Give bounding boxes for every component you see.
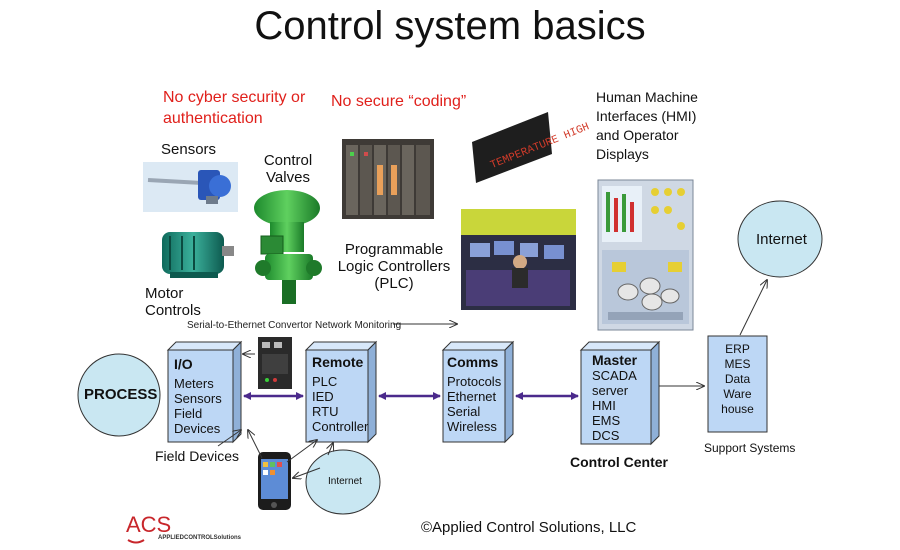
process-label: PROCESS: [84, 386, 158, 403]
box-item: MES: [724, 357, 751, 371]
acs-logo: ACS: [126, 512, 171, 544]
label-line: Displays: [596, 146, 649, 162]
io-box-title: I/O: [174, 356, 193, 372]
master-box: [579, 340, 661, 446]
hmi-label: Human Machine Interfaces (HMI) and Opera…: [596, 88, 698, 164]
label-line: Control: [263, 152, 313, 169]
motor-controls-label: Motor Controls: [145, 285, 201, 319]
internet-phone-arrow: [293, 467, 321, 478]
svg-text:ACS: ACS: [126, 512, 171, 537]
box-item: IED: [312, 389, 334, 404]
field-devices-label: Field Devices: [155, 448, 240, 464]
label-line: Human Machine: [596, 89, 698, 105]
internet-field-label: Internet: [328, 476, 362, 487]
support-box: [707, 335, 768, 433]
network-monitoring-label: Network Monitoring: [315, 320, 402, 331]
warning-line: authentication: [163, 110, 263, 127]
io-box-content: I/O Meters Sensors Field Devices: [174, 356, 222, 436]
support-systems-label: Support Systems: [704, 441, 796, 455]
control-center-label: Control Center: [570, 454, 668, 470]
control-room-image: [461, 209, 576, 310]
box-item: Field: [174, 406, 203, 421]
plc-label: Programmable Logic Controllers (PLC): [330, 241, 458, 292]
label-line: Controls: [145, 302, 201, 319]
label-line: Logic Controllers: [337, 258, 451, 275]
box-item: server: [592, 383, 629, 398]
internet-label: Internet: [756, 231, 807, 248]
box-item: ERP: [725, 342, 750, 356]
box-item: Protocols: [447, 374, 502, 389]
internet-field-circle: [305, 449, 381, 515]
remote-box-title: Remote: [312, 354, 364, 370]
control-valves-label: Control Valves: [263, 152, 313, 186]
smartphone-image: [258, 452, 291, 510]
internet-remote-arrow: [328, 443, 333, 456]
copyright-text: ©Applied Control Solutions, LLC: [421, 519, 637, 536]
comms-box: [441, 340, 515, 444]
box-item: HMI: [592, 398, 616, 413]
phone-remote-arrow: [286, 440, 317, 463]
box-item: Data: [724, 372, 751, 386]
box-item: PLC: [312, 374, 338, 389]
box-item: Devices: [174, 421, 221, 436]
logo-wordmark: APPLIEDCONTROLSolutions: [158, 535, 241, 541]
box-item: DCS: [592, 428, 620, 443]
field-devices-arrow: [217, 430, 241, 447]
sensors-label: Sensors: [161, 141, 217, 158]
box-item: EMS: [592, 413, 621, 428]
label-line: Motor: [145, 285, 184, 302]
remote-box-content: Remote PLC IED RTU Controller: [312, 354, 368, 434]
warning-no-secure-coding: No secure “coding”: [331, 93, 467, 110]
box-item: house: [721, 402, 754, 416]
label-line: and Operator: [596, 127, 679, 143]
hmi-screens-image: [597, 179, 694, 331]
motor-image: [162, 232, 234, 278]
process-circle: [77, 353, 161, 437]
led-display-image: TEMPERATURE HIGH: [472, 112, 591, 183]
label-line: Programmable: [344, 241, 444, 258]
support-internet-arrow: [739, 280, 767, 336]
label-line: Valves: [266, 169, 310, 186]
sensor-image: [143, 162, 238, 212]
box-item: Ethernet: [447, 389, 497, 404]
comms-box-title: Comms: [447, 354, 499, 370]
internet-cloud-circle: [737, 200, 823, 278]
box-item: Serial: [447, 404, 481, 419]
warning-no-authentication: No cyber security or authentication: [163, 87, 305, 129]
phone-io-arrow: [248, 430, 263, 459]
remote-box: [304, 340, 378, 444]
label-line: (PLC): [374, 275, 414, 292]
plc-image: [342, 139, 434, 219]
box-item: RTU: [312, 404, 339, 419]
page-title: Control system basics: [254, 4, 646, 48]
master-box-content: Master SCADA server HMI EMS DCS: [592, 352, 637, 443]
box-item: Controller: [312, 419, 369, 434]
support-box-content: ERP MES Data Ware house: [708, 342, 767, 417]
box-item: Sensors: [174, 391, 222, 406]
serial-ethernet-converter-image: [258, 337, 292, 389]
warning-line: No cyber security or: [163, 89, 306, 106]
box-item: Meters: [174, 376, 214, 391]
box-item: Ware: [723, 387, 752, 401]
control-valve-image: [254, 190, 322, 304]
box-item: SCADA: [592, 368, 637, 383]
master-box-title: Master: [592, 352, 638, 368]
label-line: Interfaces (HMI): [596, 108, 697, 124]
serial-ethernet-label: Serial-to-Ethernet Convertor: [187, 320, 313, 331]
comms-box-content: Comms Protocols Ethernet Serial Wireless: [447, 354, 501, 434]
box-item: Wireless: [447, 419, 497, 434]
